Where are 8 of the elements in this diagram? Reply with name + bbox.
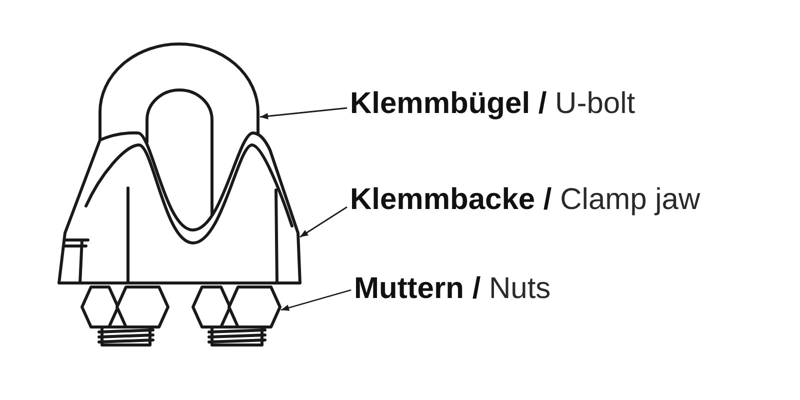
- hex-nuts-drawing: [80, 286, 282, 346]
- part-label: Muttern / Nuts: [354, 271, 551, 307]
- part-label: Klemmbügel / U-bolt: [350, 86, 636, 122]
- clamp-jaw-drawing: [58, 131, 302, 284]
- leader-line: [260, 107, 348, 120]
- leader-line: [300, 206, 348, 238]
- leader-line: [280, 289, 352, 311]
- part-label: Klemmbacke / Clamp jaw: [350, 182, 700, 218]
